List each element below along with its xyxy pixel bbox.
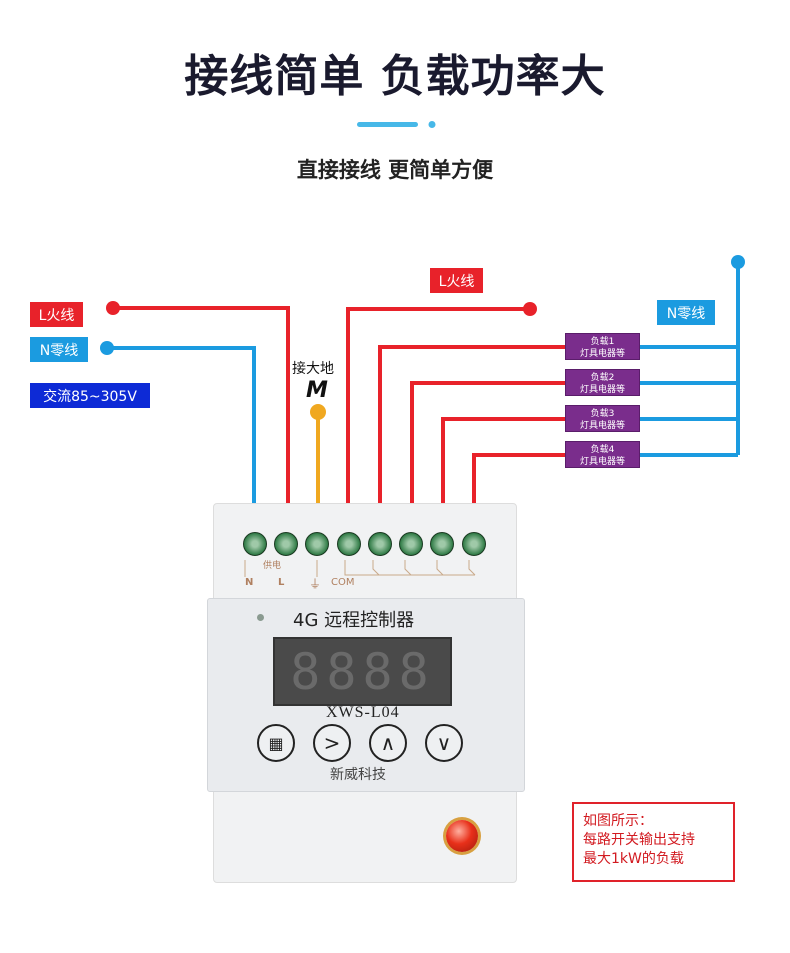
ground-dot	[310, 404, 326, 420]
terminal-out3	[430, 532, 454, 556]
page-subtitle: 直接接线 更简单方便	[296, 158, 494, 182]
brand-label: 新威科技	[330, 767, 386, 783]
neutral-label-left: N零线	[30, 337, 88, 362]
digit-display: 8888	[273, 637, 452, 706]
wire-neutral-right	[640, 262, 740, 457]
note-box: 如图所示： 每路开关输出支持 最大1kW的负载	[572, 802, 735, 882]
terminal-com	[337, 532, 361, 556]
title-accent	[357, 121, 436, 128]
neutral-left-dot	[100, 341, 114, 355]
menu-button[interactable]: ▦	[257, 724, 295, 762]
terminal-out4	[462, 532, 486, 556]
live-label-left: L火线	[30, 302, 83, 327]
terminal-ground	[305, 532, 329, 556]
wire-load3	[441, 417, 565, 535]
neutral-right-dot	[731, 255, 745, 269]
right-button[interactable]: >	[313, 724, 351, 762]
wire-live-left	[113, 306, 290, 535]
down-button[interactable]: ∨	[425, 724, 463, 762]
neutral-label-right: N零线	[657, 300, 715, 325]
terminal-n-label: N	[245, 577, 254, 588]
live-label-top: L火线	[430, 268, 483, 293]
device-name: 4G 远程控制器	[293, 610, 415, 631]
power-label: 供电	[263, 561, 282, 571]
up-button[interactable]: ∧	[369, 724, 407, 762]
status-led	[257, 614, 264, 621]
ground-symbol: M	[306, 378, 328, 403]
terminal-l-label: L	[278, 577, 285, 588]
terminal-out1	[368, 532, 392, 556]
voltage-label: 交流85~305V	[30, 383, 150, 408]
reset-button[interactable]	[446, 820, 478, 852]
wire-load2	[410, 381, 565, 535]
terminal-l	[274, 532, 298, 556]
grid-icon: ▦	[268, 733, 284, 753]
live-left-dot	[106, 301, 120, 315]
chevron-up-icon: ∧	[380, 731, 396, 755]
terminal-n	[243, 532, 267, 556]
wire-live-top	[346, 307, 530, 535]
terminal-out2	[399, 532, 423, 556]
live-top-dot	[523, 302, 537, 316]
wire-load1	[378, 345, 565, 535]
page-title: 接线简单 负载功率大	[184, 51, 606, 102]
chevron-right-icon: >	[323, 731, 341, 755]
model-label: XWS-L04	[326, 704, 400, 721]
ground-label: 接大地	[292, 361, 334, 377]
terminal-ground-label: ⏚	[309, 577, 322, 591]
chevron-down-icon: ∨	[436, 731, 452, 755]
terminal-circuit-lines	[244, 560, 476, 577]
wire-neutral-left	[107, 346, 256, 535]
terminal-com-label: COM	[331, 577, 355, 588]
